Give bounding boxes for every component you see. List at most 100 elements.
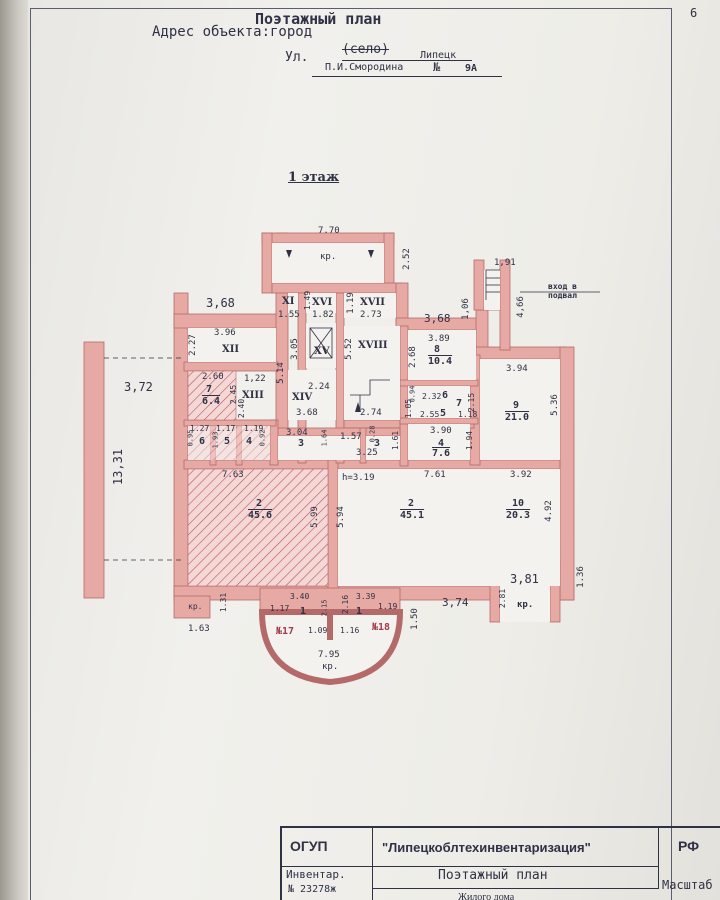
binder-edge <box>0 0 28 900</box>
scale-label: Масштаб <box>662 878 713 892</box>
room-XVI-label: XVI <box>312 297 333 308</box>
dim-13-31: 13,31 <box>111 448 126 486</box>
dim-0-92: 0.92 <box>258 429 267 447</box>
room-XIV-label: XIV <box>292 392 313 403</box>
dim-3-04: 3.04 <box>286 428 308 438</box>
dim-3-68-right: 3,68 <box>424 312 451 325</box>
dim-5-94: 5.94 <box>335 506 346 528</box>
dim-3-05: 3.05 <box>289 338 300 360</box>
dim-3-96: 3.96 <box>214 328 236 338</box>
dim-5-99: 5.99 <box>309 506 320 528</box>
dim-1-49: 1.49 <box>303 290 313 311</box>
dim-2-74: 2.74 <box>360 408 382 418</box>
dim-3-90: 3.90 <box>430 426 452 436</box>
drawing-frame <box>30 8 672 900</box>
room-9-number: 9 <box>513 400 520 411</box>
porch-top: кр. <box>320 252 337 262</box>
dim-7-95: 7.95 <box>318 650 340 660</box>
address-label: Адрес объекта:город <box>152 24 313 40</box>
basement-entrance-label: вход в подвал <box>548 282 577 300</box>
room-6b-number: 6 <box>442 390 449 401</box>
dim-1-31: 1.31 <box>219 592 229 613</box>
stamp-plan-title: Поэтажный план <box>438 868 548 883</box>
room-10-area: 20.3 <box>506 510 531 521</box>
dim-1-82: 1.82 <box>312 310 334 320</box>
dim-5-52: 5.52 <box>343 338 354 360</box>
dim-1-64: 1.64 <box>320 429 329 447</box>
room-3b-number: 3 <box>374 438 381 449</box>
dim-3-68-mid: 3.68 <box>296 408 318 418</box>
room-3-number: 3 <box>298 438 305 449</box>
room-XV-label: XV <box>314 346 330 357</box>
dim-1-57: 1.57 <box>340 432 362 442</box>
dim-1-93: 1.93 <box>211 431 220 449</box>
dim-3-92: 3.92 <box>510 470 532 480</box>
dim-4-66: 4,66 <box>515 296 526 318</box>
room-7-number: 7 <box>206 384 213 395</box>
dim-2-27: 2.27 <box>187 334 198 356</box>
dim-1-27: 1.27 <box>190 424 210 433</box>
dim-0-28: 0.28 <box>368 425 377 443</box>
room-2b-area: 45.1 <box>400 510 425 521</box>
room-XVII-label: XVII <box>360 297 385 308</box>
dim-3-40: 3.40 <box>290 592 310 601</box>
dim-2-40: 2.40 <box>237 398 247 419</box>
floor-title: 1 этаж <box>288 170 340 185</box>
dim-3-81: 3,81 <box>510 572 539 586</box>
country: РФ <box>678 838 700 854</box>
dim-2-81: 2.81 <box>498 588 508 609</box>
village-struck: (село) <box>342 42 389 57</box>
room-XII-label: XII <box>222 344 240 355</box>
dim-1-19-b: 1.19 <box>244 424 264 433</box>
dim-2-16: 2.16 <box>341 594 351 615</box>
porch-room-1b-number: 1 <box>356 606 363 617</box>
dim-2-32: 2.32 <box>422 392 442 401</box>
dim-5-36: 5.36 <box>549 394 560 416</box>
dim-1-50: 1.50 <box>409 608 420 630</box>
porch-bottom: кр. <box>322 662 339 672</box>
dim-3-39: 3.39 <box>356 592 376 601</box>
page-corner-number: 6 <box>690 6 698 20</box>
dim-1-91: 1,91 <box>494 258 516 268</box>
dim-1-63: 1.63 <box>188 624 210 634</box>
dim-1-55: 1.55 <box>278 310 300 320</box>
dim-2-60: 2.60 <box>202 372 224 382</box>
plan-title: Поэтажный план <box>255 10 382 28</box>
dim-1-19: 1.19 <box>345 292 356 314</box>
dim-1-19-c: 1.19 <box>378 602 398 611</box>
room-5b-number: 5 <box>440 408 447 419</box>
room-7-area: 6.4 <box>202 396 221 407</box>
room-2b-number: 2 <box>408 498 415 509</box>
dim-4-92: 4.92 <box>543 500 554 522</box>
room-2-number: 2 <box>256 498 263 509</box>
inventory-label: Инвентар. <box>286 868 346 881</box>
room-XI-label: XI <box>282 296 295 307</box>
dim-1-61: 1.61 <box>391 430 401 451</box>
number-sign: № <box>433 60 441 74</box>
dim-2-15-b: 2.15 <box>320 599 329 617</box>
room-9-area: 21.0 <box>505 412 530 423</box>
dim-7-61: 7.61 <box>424 470 446 480</box>
dim-7-63: 7.63 <box>222 470 244 480</box>
room-4b-area: 7.6 <box>432 448 451 459</box>
dim-3-74: 3,74 <box>442 596 469 609</box>
porch-right: кр. <box>517 600 534 610</box>
dim-1-06: 1,06 <box>460 298 471 320</box>
dim-1-17-b: 1.17 <box>270 604 290 613</box>
house-number: 9А <box>465 63 478 74</box>
dim-5-14: 5.14 <box>275 362 286 384</box>
city-value: Липецк <box>420 50 457 61</box>
unit-17-label: №17 <box>276 626 295 637</box>
dim-3-25: 3.25 <box>356 448 378 458</box>
dim-2-24: 2.24 <box>308 382 330 392</box>
room-8-area: 10.4 <box>428 356 453 367</box>
unit-18-label: №18 <box>372 622 391 633</box>
room-XVIII-label: XVIII <box>358 340 388 351</box>
ceiling-height: h=3.19 <box>342 473 375 483</box>
room-6-number: 6 <box>199 436 206 447</box>
room-7b-number: 7 <box>456 398 463 409</box>
dim-1-94: 1.94 <box>465 430 475 451</box>
porch-left: кр. <box>188 602 203 611</box>
